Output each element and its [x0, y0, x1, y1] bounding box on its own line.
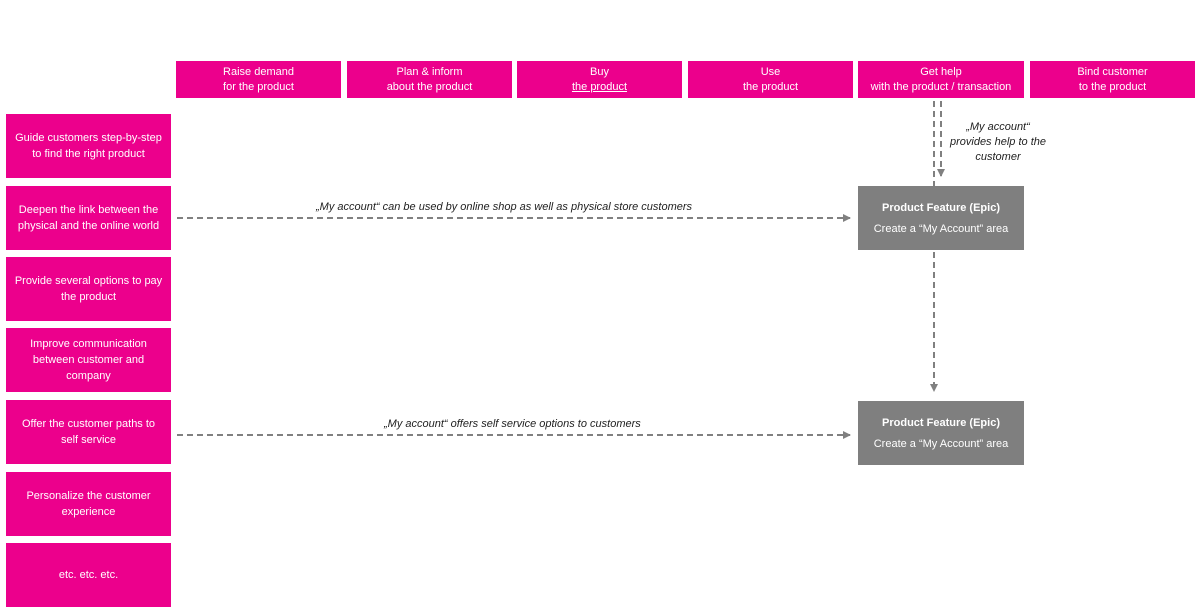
column-header-use: Use the product	[688, 61, 853, 98]
row-header-deepen-link: Deepen the link between the physical and…	[6, 186, 171, 250]
column-header-line1: Use	[760, 65, 781, 78]
row-header-etc: etc. etc. etc.	[6, 543, 171, 607]
column-header-plan-inform: Plan & inform about the product	[347, 61, 512, 98]
self-service-annotation: „My account“ offers self service options…	[384, 418, 641, 430]
column-header-line1: Bind customer	[1077, 65, 1148, 78]
column-header-line2: for the product	[223, 80, 294, 93]
help-annotation: „My account“ provides help to the custom…	[949, 121, 1046, 163]
feature-title: Product Feature (Epic)	[882, 416, 1000, 429]
feature-title: Product Feature (Epic)	[882, 201, 1000, 214]
feature-subtitle: Create a “My Account” area	[873, 437, 1009, 450]
column-header-line2: with the product / transaction	[870, 80, 1012, 93]
column-header-line2: the product	[742, 80, 799, 93]
column-header-line1: Plan & inform	[396, 65, 463, 78]
product-feature-box-2: Product Feature (Epic) Create a “My Acco…	[858, 401, 1024, 465]
column-header-line2: the product	[571, 80, 628, 93]
row-header-self-service: Offer the customer paths to self service	[6, 400, 171, 464]
column-header-line1: Get help	[920, 65, 962, 78]
column-header-raise-demand: Raise demand for the product	[176, 61, 341, 98]
column-header-bind-customer: Bind customer to the product	[1030, 61, 1195, 98]
row-header-guide-customers: Guide customers step-by-step to find the…	[6, 114, 171, 178]
column-header-get-help: Get help with the product / transaction	[858, 61, 1024, 98]
row-header-payment-options: Provide several options to pay the produ…	[6, 257, 171, 321]
column-header-line1: Buy	[590, 65, 609, 78]
row-header-personalize: Personalize the customer experience	[6, 472, 171, 536]
column-header-line2: about the product	[386, 80, 473, 93]
column-header-line1: Raise demand	[223, 65, 294, 78]
row-header-improve-communication: Improve communication between customer a…	[6, 328, 171, 392]
feature-subtitle: Create a “My Account” area	[873, 222, 1009, 235]
link-annotation: „My account“ can be used by online shop …	[316, 201, 693, 213]
column-header-line2: to the product	[1078, 80, 1147, 93]
product-feature-box-1: Product Feature (Epic) Create a “My Acco…	[858, 186, 1024, 250]
column-header-buy: Buy the product	[517, 61, 682, 98]
